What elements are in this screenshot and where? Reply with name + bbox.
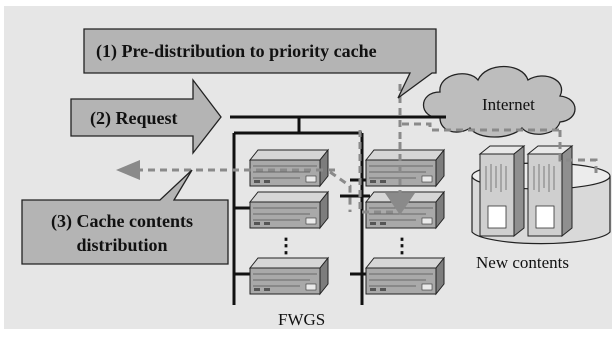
internet-cloud-icon — [423, 66, 576, 138]
internet-label: Internet — [482, 95, 535, 114]
cache-distribution-label-line1: (3) Cache contents — [51, 211, 193, 232]
fwgs-server-icon — [249, 257, 329, 295]
fwgs-server-icon — [365, 257, 445, 295]
new-contents-server-icon — [527, 145, 573, 237]
fwgs-server-icon — [249, 149, 329, 187]
server-stack-ellipsis: ⋮ — [392, 235, 412, 257]
callout-cache-distribution — [21, 169, 229, 265]
server-stack-ellipsis: ⋮ — [276, 235, 296, 257]
fwgs-server-icon — [365, 149, 445, 187]
cache-distribution-label-line2: distribution — [76, 235, 167, 255]
fwgs-label: FWGS — [278, 310, 325, 329]
new-contents-server-icon — [479, 145, 525, 237]
new-contents-label: New contents — [476, 253, 569, 272]
callout-pre-distribution — [83, 28, 437, 99]
priority-cache-arrowhead-icon — [385, 193, 415, 215]
request-arrow-icon — [70, 78, 222, 155]
pre-distribution-label: (1) Pre-distribution to priority cache — [96, 41, 377, 62]
data-flow-dashed-paths — [136, 84, 598, 214]
distribution-arrowhead-icon — [116, 160, 140, 180]
request-label: (2) Request — [90, 108, 178, 129]
fwgs-server-icon — [249, 191, 329, 229]
